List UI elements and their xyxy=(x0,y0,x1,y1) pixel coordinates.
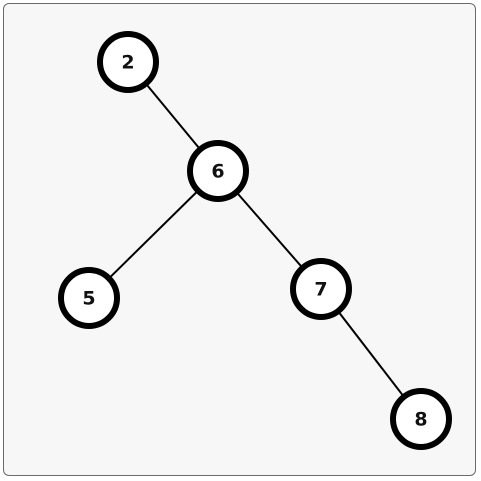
tree-node-8: 8 xyxy=(390,388,452,450)
node-label: 5 xyxy=(82,288,95,310)
node-circle xyxy=(58,267,120,329)
tree-node-5: 5 xyxy=(58,267,120,329)
tree-node-6: 6 xyxy=(187,140,249,202)
diagram-frame xyxy=(3,3,476,476)
node-circle xyxy=(97,31,159,93)
nodes-layer: 2 6 5 7 8 xyxy=(58,31,452,450)
tree-node-7: 7 xyxy=(290,258,352,320)
edges-layer xyxy=(88,61,422,420)
node-label: 8 xyxy=(414,409,427,431)
node-label: 2 xyxy=(121,52,134,74)
node-circle xyxy=(390,388,452,450)
node-circle xyxy=(187,140,249,202)
node-circle xyxy=(290,258,352,320)
tree-node-2: 2 xyxy=(97,31,159,93)
node-label: 7 xyxy=(314,279,327,301)
node-label: 6 xyxy=(211,161,224,183)
